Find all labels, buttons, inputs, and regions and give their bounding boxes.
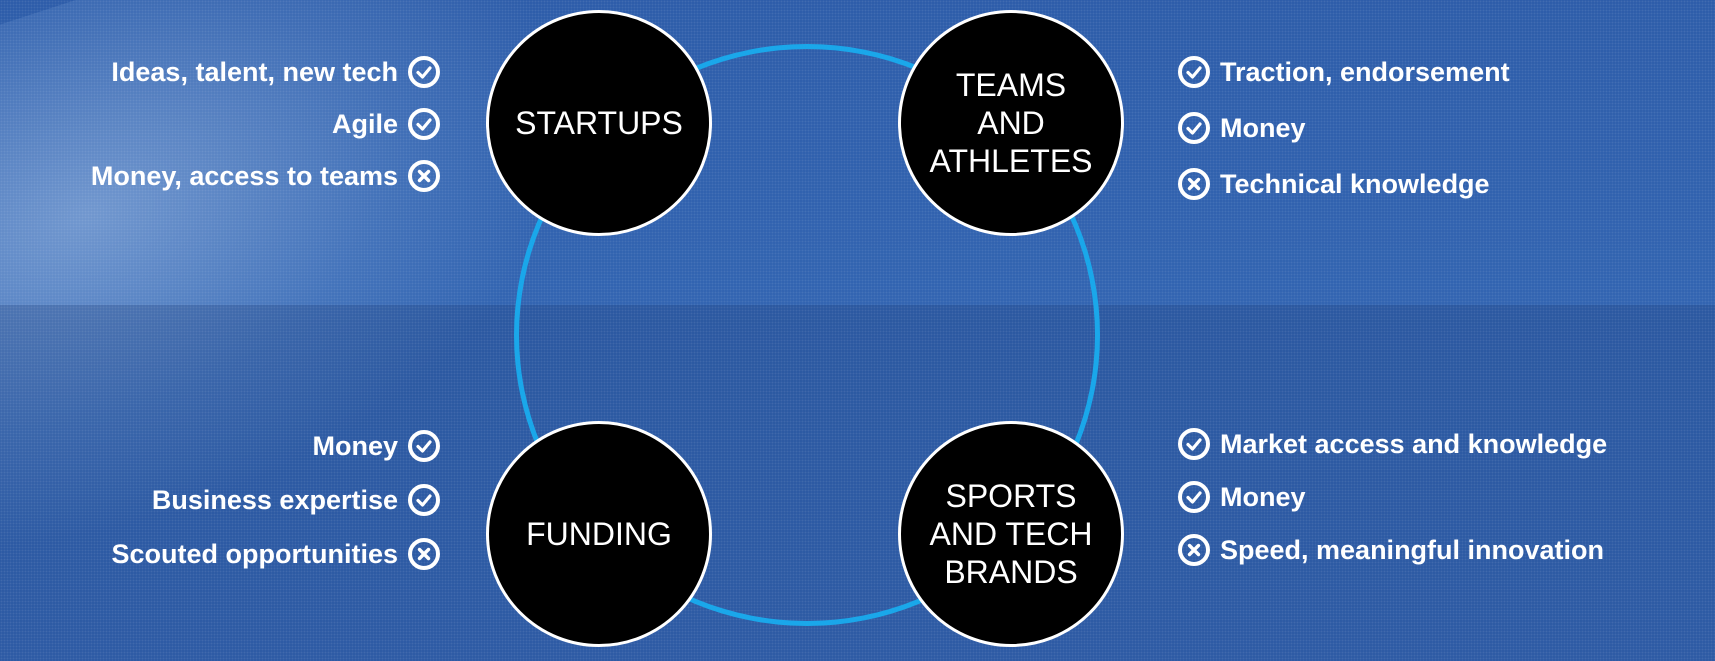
connecting-ring (514, 44, 1100, 626)
cross-icon (1178, 168, 1210, 200)
node-sports-and-tech-brands: SPORTS AND TECH BRANDS (898, 421, 1124, 647)
node-teams-and-athletes: TEAMS AND ATHLETES (898, 10, 1124, 236)
list-item: Traction, endorsement (1178, 52, 1510, 92)
node-startups: STARTUPS (486, 10, 712, 236)
list-item: Money, access to teams (91, 156, 440, 196)
cross-icon (1178, 534, 1210, 566)
node-brands-label: SPORTS AND TECH BRANDS (929, 478, 1093, 590)
check-icon (408, 484, 440, 516)
list-item-text: Money (312, 430, 398, 461)
list-item: Business expertise (152, 480, 440, 520)
check-icon (1178, 481, 1210, 513)
check-icon (408, 430, 440, 462)
funding-list: Money Business expertise Scouted opportu… (0, 380, 440, 661)
list-item: Market access and knowledge (1178, 424, 1607, 464)
list-item: Scouted opportunities (111, 534, 440, 574)
check-icon (1178, 112, 1210, 144)
list-item: Money (1178, 108, 1306, 148)
list-item-text: Money (1220, 112, 1306, 143)
check-icon (408, 108, 440, 140)
brands-list: Market access and knowledge Money Speed,… (1178, 380, 1715, 661)
check-icon (408, 56, 440, 88)
list-item-text: Speed, meaningful innovation (1220, 534, 1605, 565)
list-item-text: Technical knowledge (1220, 168, 1490, 199)
list-item: Technical knowledge (1178, 164, 1490, 204)
list-item: Money (312, 426, 440, 466)
list-item-text: Market access and knowledge (1220, 428, 1608, 459)
node-funding: FUNDING (486, 421, 712, 647)
list-item-text: Traction, endorsement (1220, 56, 1510, 87)
node-teams-label: TEAMS AND ATHLETES (929, 67, 1093, 179)
cross-icon (408, 160, 440, 192)
teams-list: Traction, endorsement Money Technical kn… (1178, 0, 1715, 300)
check-icon (1178, 56, 1210, 88)
list-item: Agile (332, 104, 440, 144)
startups-list: Ideas, talent, new tech Agile Money, acc… (0, 0, 440, 300)
check-icon (1178, 428, 1210, 460)
list-item-text: Business expertise (151, 484, 398, 515)
node-startups-label: STARTUPS (515, 105, 683, 141)
list-item: Money (1178, 477, 1306, 517)
list-item-text: Ideas, talent, new tech (111, 56, 398, 87)
list-item-text: Money (1220, 481, 1306, 512)
list-item-text: Money, access to teams (90, 160, 398, 191)
list-item-text: Scouted opportunities (111, 538, 399, 569)
list-item-text: Agile (331, 108, 398, 139)
node-funding-label: FUNDING (526, 516, 672, 552)
cross-icon (408, 538, 440, 570)
list-item: Speed, meaningful innovation (1178, 530, 1604, 570)
list-item: Ideas, talent, new tech (111, 52, 440, 92)
